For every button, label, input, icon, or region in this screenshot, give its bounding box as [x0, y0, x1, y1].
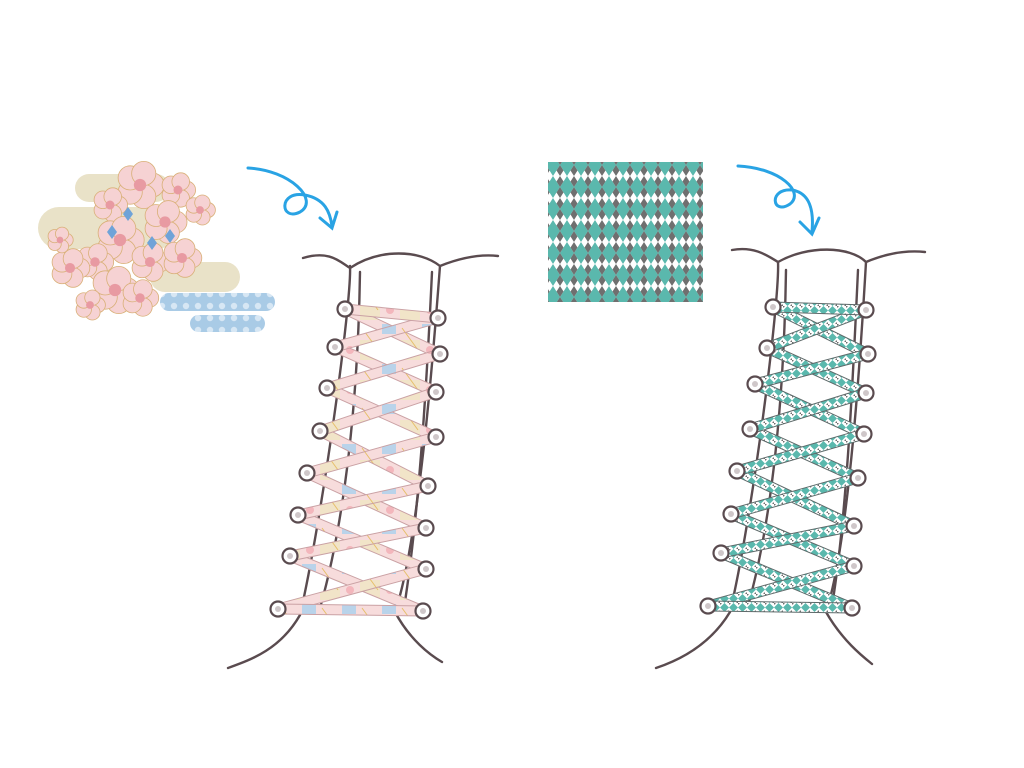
- cherry-blossom-icon: [93, 187, 129, 223]
- cherry-blossom-icon: [161, 172, 197, 208]
- argyle-lacing: [699, 298, 877, 617]
- leaf-icon: [107, 225, 117, 239]
- lace-strap: [296, 480, 430, 521]
- cherry-blossom-icon: [97, 215, 145, 265]
- lace-strap: [707, 600, 853, 614]
- leaf-icon: [123, 207, 133, 221]
- curly-arrow-icon: [736, 164, 821, 237]
- leaf-icon: [147, 236, 157, 250]
- blossom-cluster: [47, 160, 216, 321]
- sakura-lacing: [269, 300, 449, 620]
- argyle-swatch-icon: [548, 162, 703, 302]
- cherry-blossom-icon: [144, 200, 188, 244]
- cherry-blossom-icon: [163, 238, 203, 278]
- cherry-blossom-icon: [185, 194, 216, 226]
- cherry-blossom-icon: [47, 226, 74, 254]
- curly-arrow-icon: [246, 166, 339, 231]
- cherry-blossom-icon: [51, 248, 91, 288]
- lace-strap: [277, 603, 424, 617]
- cherry-blossom-icon: [75, 289, 106, 321]
- cherry-blossom-icon: [92, 265, 140, 315]
- cherry-blossom-icon: [117, 160, 165, 210]
- leaf-icon: [165, 229, 175, 243]
- cherry-blossom-icon: [122, 279, 160, 317]
- cherry-blossom-swatch-icon: [38, 160, 275, 332]
